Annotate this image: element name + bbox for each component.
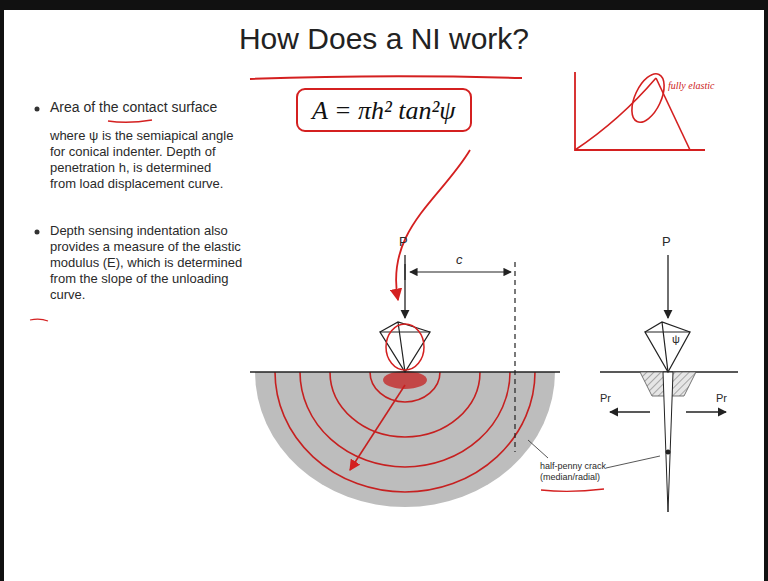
- red-arc: [330, 372, 480, 437]
- dashed-line: [514, 262, 515, 452]
- red-arrow: [396, 150, 470, 300]
- formula-text: A = πh² tan²ψ: [312, 95, 456, 127]
- sketch-loading: [575, 78, 656, 150]
- red-underline: [108, 120, 152, 122]
- dimension-label: c: [456, 252, 463, 268]
- dimension-arrow: [410, 271, 511, 272]
- sketch-circle: [625, 69, 671, 127]
- load-label: P: [662, 234, 671, 250]
- red-arc: [370, 372, 440, 402]
- force-label: Pr: [716, 392, 727, 405]
- red-underline: [250, 76, 522, 79]
- crack-dot: [666, 450, 671, 455]
- load-arrow: [667, 255, 668, 318]
- leader-line: [528, 440, 548, 458]
- slide-title: How Does a NI work?: [0, 22, 768, 56]
- red-arrow: [350, 385, 405, 470]
- bullet-dot: [35, 230, 40, 235]
- red-circle: [386, 324, 424, 370]
- indenter-edge: [645, 322, 690, 372]
- red-arc: [275, 372, 535, 492]
- leader-line: [606, 456, 660, 468]
- bullet-text: Area of the contact surface: [50, 99, 217, 116]
- slide-ground: [4, 10, 764, 581]
- red-tick: [30, 319, 48, 321]
- indenter-edge: [380, 322, 430, 372]
- bullet-text: where ψ is the semiapical angle for coni…: [50, 128, 240, 192]
- plastic-zone: [255, 372, 555, 507]
- dimension-tick: [404, 264, 405, 280]
- force-label: Pr: [600, 392, 611, 405]
- formula-box: A = πh² tan²ψ: [296, 88, 472, 132]
- bullet-dot: [35, 107, 40, 112]
- force-arrow: [686, 411, 726, 412]
- median-crack: [663, 372, 673, 512]
- red-underline: [541, 489, 604, 491]
- force-arrow: [610, 411, 650, 412]
- load-label: P: [399, 234, 408, 250]
- load-arrow: [404, 255, 405, 318]
- handwritten-note: fully elastic: [668, 80, 714, 92]
- crack-label: half-penny crack (median/radial): [540, 461, 612, 483]
- bullet-text: Depth sensing indentation also provides …: [50, 223, 245, 303]
- angle-label: ψ: [672, 333, 680, 346]
